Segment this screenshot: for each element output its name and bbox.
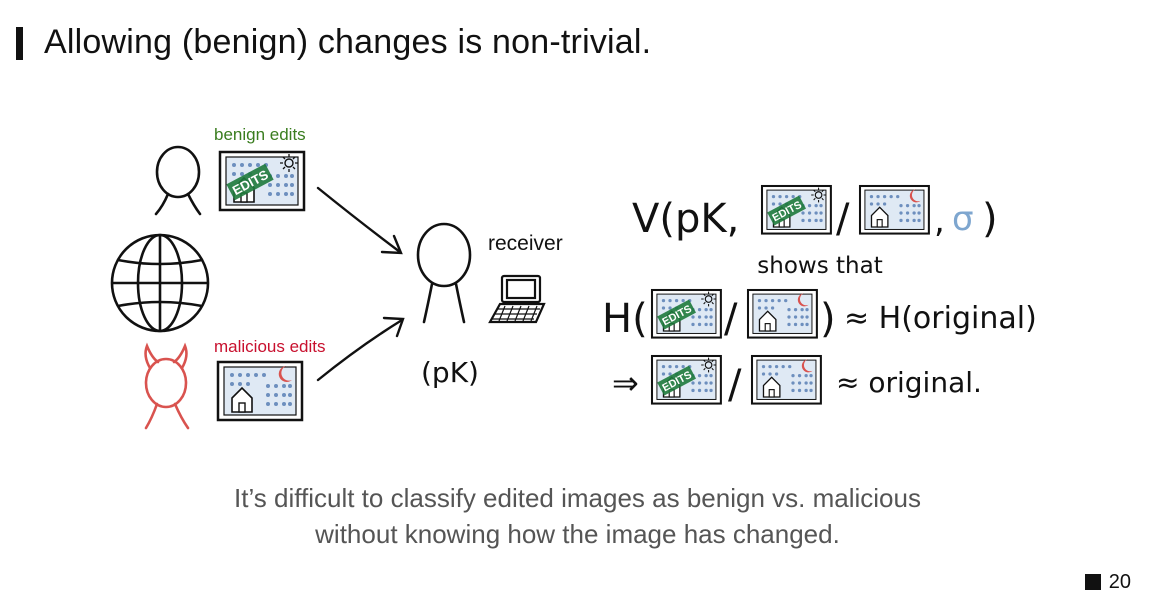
malicious-arrow-icon — [316, 316, 405, 382]
receiver-label: receiver — [488, 232, 563, 255]
formula-edited-image-icon-2: EDITS — [650, 288, 722, 339]
benign-arrow-icon — [316, 186, 403, 255]
devil-person-icon — [144, 342, 190, 430]
benign-person-icon — [154, 145, 202, 216]
hash-close-paren: ) — [820, 296, 836, 342]
implies-symbol: ⇒ — [612, 364, 639, 402]
formula-slash-1: / — [836, 196, 850, 242]
caption-line-2: without knowing how the image has change… — [315, 519, 840, 549]
slide-caption: It’s difficult to classify edited images… — [0, 480, 1155, 552]
shows-that-label: shows that — [757, 253, 882, 279]
approx-hash-original: ≈ H(original) — [844, 301, 1037, 336]
malicious-edits-label: malicious edits — [214, 337, 326, 356]
formula-comma: , — [934, 201, 945, 241]
title-accent-bar — [16, 27, 23, 60]
formula-slash-2: / — [724, 296, 738, 342]
verify-close-paren: ) — [982, 196, 998, 242]
laptop-icon — [488, 274, 546, 324]
sigma-symbol: σ — [952, 199, 974, 239]
formula-original-image-icon-1 — [858, 184, 930, 235]
globe-icon — [110, 233, 210, 333]
hash-prefix: H( — [602, 296, 648, 342]
formula-original-image-icon-2 — [746, 288, 818, 339]
slide-title: Allowing (benign) changes is non-trivial… — [44, 23, 652, 61]
page-marker-icon — [1084, 574, 1101, 590]
verify-prefix: V(pK, — [632, 196, 739, 242]
receiver-person-icon — [416, 222, 472, 324]
approx-original: ≈ original. — [836, 366, 982, 399]
caption-line-1: It’s difficult to classify edited images… — [234, 483, 921, 513]
page-number-text: 20 — [1108, 571, 1131, 593]
formula-original-image-icon-3 — [750, 354, 822, 405]
formula-slash-3: / — [728, 362, 742, 408]
receiver-key-label: (pK) — [421, 356, 479, 389]
page-number: 20 — [1084, 570, 1131, 594]
diagram: benign edits EDITS malicious edits — [110, 125, 1037, 430]
formula-edited-image-icon-3: EDITS — [650, 354, 722, 405]
malicious-edited-image-icon — [216, 360, 304, 422]
benign-edits-label: benign edits — [214, 125, 306, 144]
benign-edited-image-icon: EDITS — [218, 150, 306, 212]
formula-edited-image-icon-1: EDITS — [760, 184, 832, 235]
